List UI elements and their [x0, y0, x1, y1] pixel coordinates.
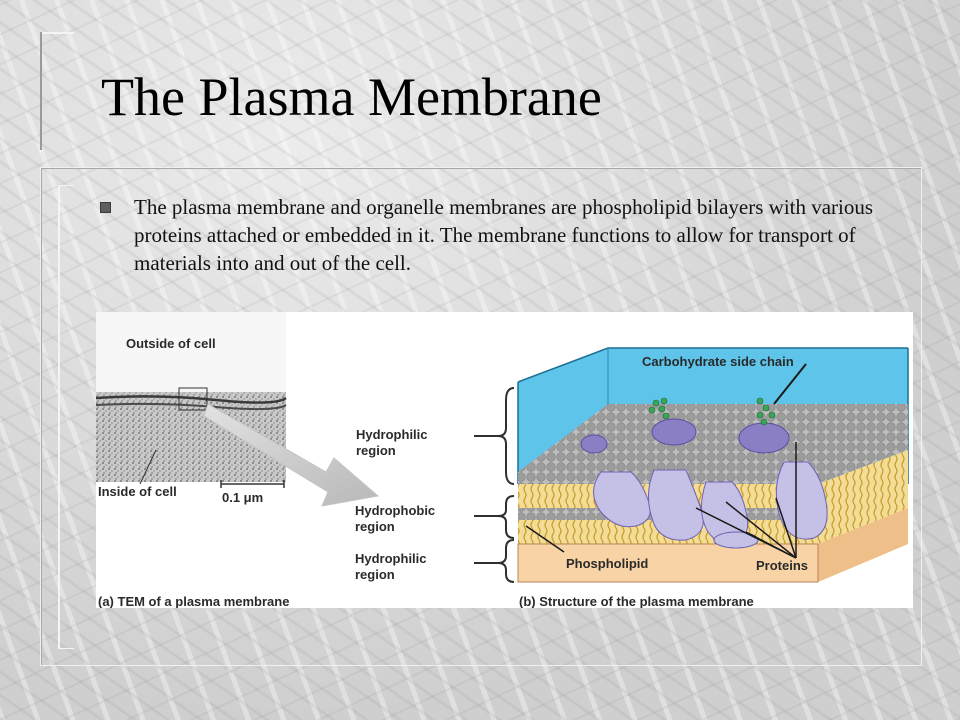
integral-protein-1: [593, 471, 651, 528]
tem-inside-label: Inside of cell: [98, 484, 177, 499]
protein-pointer-4: [695, 507, 797, 559]
tem-panel: Outside of cell Inside of cell 0.1 μm (a…: [96, 312, 289, 608]
phospholipid-pointer: [525, 525, 565, 553]
region-labels: Hydrophilic region Hydrophobic region Hy…: [355, 387, 515, 583]
proteins-label: Proteins: [756, 558, 808, 573]
membrane-structure: Carbohydrate side chain Phospholipid Pro…: [517, 347, 909, 608]
tem-membrane-line-inner: [96, 402, 287, 411]
hydrophobic-label-1: Hydrophobic: [355, 503, 435, 518]
glycoprotein: [738, 422, 790, 454]
hydrophilic-top-label-1: Hydrophilic: [356, 427, 428, 442]
carbohydrate-pointer: [773, 363, 807, 405]
tem-inside-pointer: [139, 449, 157, 485]
hydrophobic-label-2: region: [355, 519, 395, 534]
tem-outside-label: Outside of cell: [126, 336, 216, 351]
tem-zoom-box: [178, 387, 208, 411]
body-left-bar-decoration: [58, 185, 74, 649]
zoom-arrow-icon: [203, 403, 380, 507]
membrane-figure: Outside of cell Inside of cell 0.1 μm (a…: [96, 312, 913, 608]
phospholipid-label: Phospholipid: [566, 556, 648, 571]
hydrophilic-top-label-2: region: [356, 443, 396, 458]
cytoplasm-front: [518, 544, 818, 582]
protein-pointer-3: [725, 501, 797, 559]
peripheral-protein-left: [651, 418, 697, 446]
cytoplasm-front-outline: [517, 543, 819, 583]
tem-caption: (a) TEM of a plasma membrane: [98, 594, 289, 608]
peripheral-protein-small: [580, 434, 608, 454]
membrane-figure-svg: Outside of cell Inside of cell 0.1 μm (a…: [96, 312, 909, 608]
tem-scale-label: 0.1 μm: [222, 490, 263, 505]
hydrophilic-bottom-label-1: Hydrophilic: [355, 551, 427, 566]
body-frame-decoration: [40, 167, 922, 666]
bullet-text: The plasma membrane and organelle membra…: [134, 195, 874, 275]
title-frame-decoration: [40, 32, 74, 152]
bracket-hydrophobic: [497, 495, 515, 539]
tem-membrane-line-outer: [96, 395, 287, 404]
structure-caption: (b) Structure of the plasma membrane: [519, 594, 754, 608]
bullet-square-icon: [100, 202, 111, 213]
protein-pointer-1: [775, 497, 797, 559]
bracket-hydrophilic-top: [497, 387, 515, 485]
carbohydrate-chain-left: [648, 397, 670, 420]
bracket-hydrophilic-bottom: [497, 539, 515, 583]
top-head-layer: [518, 404, 908, 484]
carbohydrate-label: Carbohydrate side chain: [642, 354, 794, 369]
slide-title: The Plasma Membrane: [101, 67, 602, 127]
cytoplasm-side: [818, 508, 908, 582]
hydrophilic-bottom-label-2: region: [355, 567, 395, 582]
carbohydrate-chain-right: [756, 397, 776, 426]
integral-protein-2: [648, 469, 704, 541]
title-frame-shadow: [40, 32, 42, 150]
protein-bottom: [713, 531, 759, 549]
